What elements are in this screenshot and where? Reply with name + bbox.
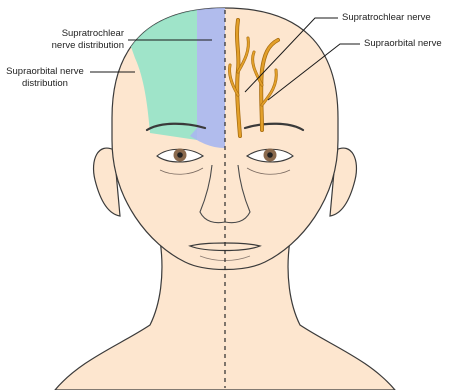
label-line: Supratrochlear bbox=[6, 28, 124, 40]
label-line: distribution bbox=[2, 78, 88, 90]
label-supratrochlear-distribution: Supratrochlear nerve distribution bbox=[6, 28, 124, 52]
label-supraorbital-distribution: Supraorbital nerve distribution bbox=[2, 66, 88, 90]
label-supraorbital-nerve: Supraorbital nerve bbox=[364, 38, 442, 50]
label-line: Supraorbital nerve bbox=[2, 66, 88, 78]
label-line: nerve distribution bbox=[6, 40, 124, 52]
label-supratrochlear-nerve: Supratrochlear nerve bbox=[342, 12, 431, 24]
